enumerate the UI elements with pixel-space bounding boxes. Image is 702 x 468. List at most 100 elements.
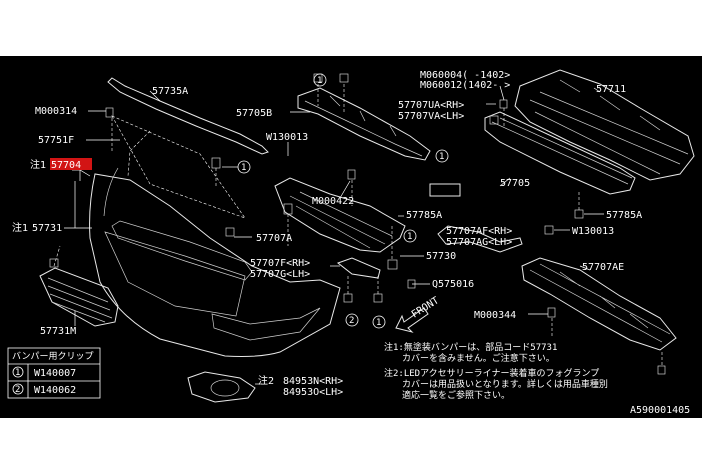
note2-line3: 適応一覧をご参照下さい。 (402, 389, 510, 401)
label-q575016: Q575016 (432, 279, 474, 290)
note2-line1: 注2:LEDアクセサリーライナー装着車のフォグランプ (384, 367, 599, 379)
bumper-grille-opening (111, 220, 253, 281)
label-57707af: 57707AF<RH> (446, 226, 512, 237)
label-57707g: 57707G<LH> (250, 269, 310, 280)
clip-shape-left-b (49, 258, 59, 268)
label-57704[interactable]: 57704 (51, 160, 81, 171)
bracket-plate-outline (111, 115, 246, 219)
leader-left-3 (127, 130, 151, 177)
circle-callout-1-top: 1 (313, 73, 327, 87)
clip-table-row2-code: W140062 (34, 385, 76, 396)
label-w130013-a: W130013 (266, 132, 308, 143)
highlight-57704 (50, 158, 92, 170)
under-cover-57730 (274, 177, 406, 253)
lower-grille-57731m (39, 267, 119, 327)
bumper-cover-inner (104, 231, 246, 317)
svg-text:1: 1 (317, 76, 322, 86)
bracket-57707af (437, 225, 523, 253)
figure-id: A590001405 (630, 405, 690, 416)
clip-circle-1-top-b (339, 73, 349, 83)
screw-m000344 (547, 307, 556, 318)
fog-cover-ring (210, 379, 240, 397)
reinforcement-ribs (529, 79, 689, 175)
label-note1-prefix-57731: 注1 (12, 221, 28, 234)
clip-table: バンパー用クリップ 1 W140007 2 W140062 (7, 347, 101, 399)
label-57785a-a: 57785A (406, 210, 442, 221)
screw-m060004 (499, 99, 508, 109)
note1-line1: 注1:無塗装バンパーは、部品コード57731 (384, 341, 557, 353)
leader-57731 (64, 181, 92, 229)
leader-mid-6 (347, 276, 379, 294)
label-57785a-b: 57785A (606, 210, 642, 221)
label-57711: 57711 (596, 84, 626, 95)
leader-left-4 (53, 245, 61, 267)
upper-support-detail (304, 95, 423, 157)
bracket-57707ua (429, 183, 461, 197)
label-57707ag: 57707AG<LH> (446, 237, 512, 248)
clip-circle-1-right (489, 115, 499, 125)
svg-text:2: 2 (349, 316, 354, 326)
clip-table-row1-code: W140007 (34, 368, 76, 379)
reinforcement-57711 (514, 69, 695, 181)
label-note1-prefix-57704: 注1 (30, 158, 46, 171)
label-57731: 57731 (32, 223, 62, 234)
label-57705: 57705 (500, 178, 530, 189)
label-57707f: 57707F<RH> (250, 258, 310, 269)
leader-57705 (499, 177, 511, 187)
clip-shape-left-a (211, 157, 221, 169)
label-57730: 57730 (426, 251, 456, 262)
lower-bracket-ribs (529, 263, 671, 343)
label-m000344: M000344 (474, 310, 516, 321)
leader-57711 (593, 87, 601, 93)
note2-line2: カバーは用品扱いとなります。詳しくは用品車種別 (402, 378, 608, 390)
svg-text:1: 1 (376, 318, 381, 328)
label-w130013-b: W130013 (572, 226, 614, 237)
clip-m000422 (347, 169, 356, 180)
clip-57785a-a (387, 259, 398, 270)
lower-bracket-57707ae (521, 257, 677, 351)
leader-57707ae (579, 265, 591, 271)
svg-text:1: 1 (407, 232, 412, 242)
label-57707va: 57707VA<LH> (398, 111, 464, 122)
label-57705b: 57705B (236, 108, 272, 119)
bumper-side-line (103, 167, 119, 217)
clip-table-row2-num: 2 (15, 385, 20, 395)
circle-callout-1-mid: 1 (372, 315, 386, 329)
lower-beam-ribs (491, 117, 633, 185)
bumper-cover-57704 (89, 173, 341, 357)
lower-grille-mesh (47, 277, 113, 323)
label-57707a: 57707A (256, 233, 292, 244)
leader-57735a (149, 90, 161, 102)
side-bracket-57707f (336, 257, 381, 279)
upper-support-57705b (297, 87, 431, 161)
bumper-lower-opening (211, 307, 321, 341)
note1-line2: カバーを含みません。ご注意下さい。 (402, 352, 555, 364)
front-arrow (395, 307, 429, 333)
label-m000422: M000422 (312, 196, 354, 207)
label-note2-prefix: 注2 (258, 374, 274, 387)
label-front: FRONT (410, 295, 441, 320)
under-cover-ribs (289, 191, 393, 249)
label-84953n: 84953N<RH> (283, 376, 343, 387)
label-57731m: 57731M (40, 326, 76, 337)
label-84953o: 84953O<LH> (283, 387, 343, 398)
clip-table-header: バンパー用クリップ (12, 351, 93, 362)
lower-beam-57705 (484, 111, 636, 195)
circle-callout-1-clip: 1 (403, 229, 417, 243)
leader-m060004 (499, 85, 505, 101)
clip-w130013-b (544, 225, 554, 235)
parts-diagram: 1 1 1 2 1 1 57735A M000314 57751F 注1 577… (0, 56, 702, 418)
circle-callout-1-left: 1 (237, 160, 251, 174)
clip-shape-57707a (225, 227, 235, 237)
clip-right-bottom (657, 365, 666, 375)
circle-callout-1-right: 1 (435, 149, 449, 163)
label-m060004: M060004( -1402> (420, 70, 510, 81)
screw-m000314-shape (105, 107, 114, 118)
circle-callout-2-mid: 2 (345, 313, 359, 327)
fog-cover-84953 (187, 371, 256, 403)
clip-circle-2-mid (343, 293, 353, 303)
label-m000314: M000314 (35, 106, 77, 117)
molding-strip-57735a (107, 77, 269, 155)
label-57735a: 57735A (152, 86, 188, 97)
clip-57785a-b (574, 209, 584, 219)
